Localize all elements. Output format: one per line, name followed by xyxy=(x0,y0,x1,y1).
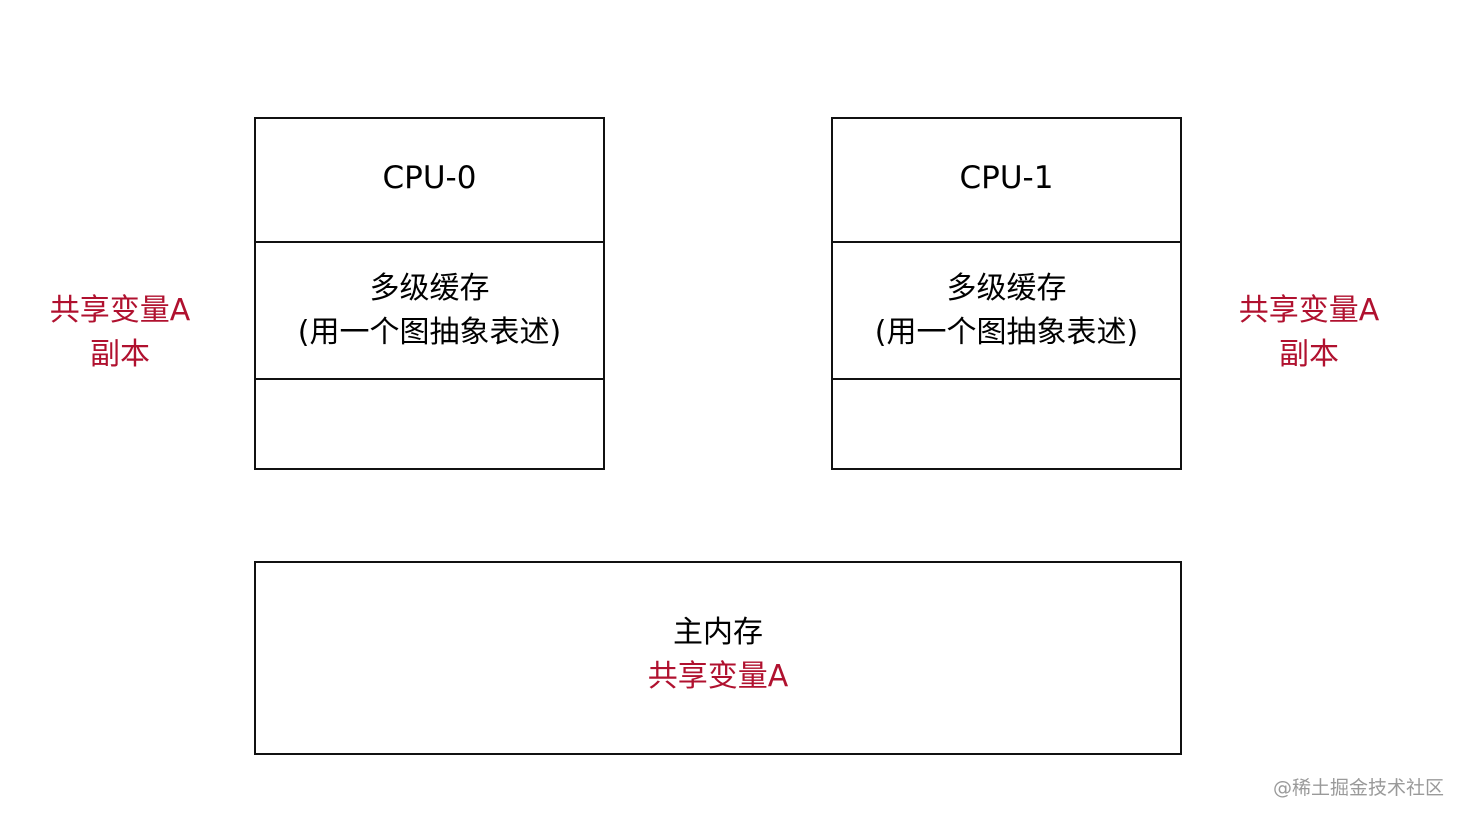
cpu-1-cache-cell: 多级缓存 (用一个图抽象表述) xyxy=(833,243,1180,380)
cpu-0-title-cell: CPU-0 xyxy=(256,119,603,243)
cpu-1-cache-label: 多级缓存 xyxy=(946,270,1067,306)
main-memory-shared-variable: 共享变量A xyxy=(647,659,789,694)
main-memory-title: 主内存 xyxy=(673,615,763,650)
copy-label-line2: 副本 xyxy=(1279,337,1339,372)
main-memory-block: 主内存 共享变量A xyxy=(254,561,1182,755)
cpu-0-cache-cell: 多级缓存 (用一个图抽象表述) xyxy=(256,243,603,380)
cpu-1-title-cell: CPU-1 xyxy=(833,119,1180,243)
watermark: @稀土掘金技术社区 xyxy=(1272,777,1444,799)
cpu-0-block: CPU-0 多级缓存 (用一个图抽象表述) xyxy=(254,117,605,470)
cpu-0-empty-cell xyxy=(256,380,603,468)
cpu-1-title: CPU-1 xyxy=(959,160,1054,196)
copy-label-line1: 共享变量A xyxy=(49,293,191,328)
copy-label-line1: 共享变量A xyxy=(1238,293,1380,328)
cpu-1-cache-note: (用一个图抽象表述) xyxy=(874,314,1139,350)
shared-variable-copy-label-right: 共享变量A 副本 xyxy=(1209,289,1409,377)
copy-label-line2: 副本 xyxy=(90,337,150,372)
cpu-1-empty-cell xyxy=(833,380,1180,468)
cpu-0-cache-note: (用一个图抽象表述) xyxy=(297,314,562,350)
cpu-1-block: CPU-1 多级缓存 (用一个图抽象表述) xyxy=(831,117,1182,470)
cpu-0-title: CPU-0 xyxy=(382,160,477,196)
cpu-0-cache-label: 多级缓存 xyxy=(369,270,490,306)
shared-variable-copy-label-left: 共享变量A 副本 xyxy=(20,289,220,377)
